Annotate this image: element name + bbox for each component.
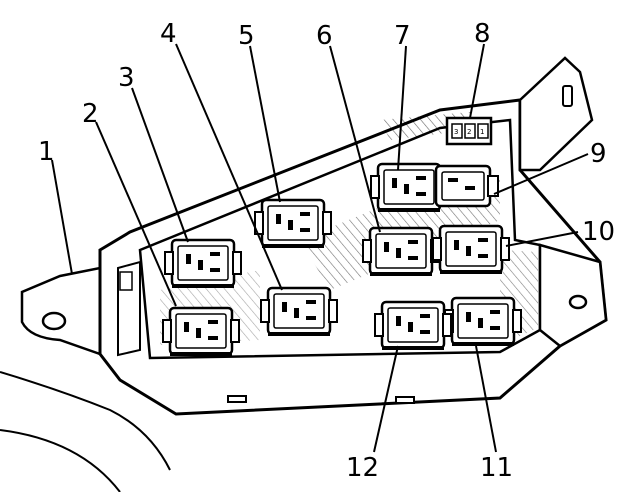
relay-9: [434, 164, 499, 208]
callout-6: 6: [316, 21, 333, 51]
callout-9: 9: [590, 139, 607, 169]
callout-3: 3: [118, 63, 135, 93]
leader-lines: [51, 43, 589, 453]
callout-7: 7: [394, 21, 411, 51]
mounting-tab: [518, 56, 594, 172]
connector-pin-label: 2: [467, 128, 471, 136]
callout-5: 5: [238, 21, 255, 51]
wiring-harness: [0, 371, 171, 492]
callout-2: 2: [82, 99, 99, 129]
callout-8: 8: [474, 19, 491, 49]
diagnostic-connector: 3 2 1: [445, 116, 493, 146]
relay-12: [373, 300, 453, 350]
callout-4: 4: [160, 19, 177, 49]
callout-1: 1: [38, 137, 55, 167]
callout-12: 12: [346, 453, 379, 483]
callout-10: 10: [582, 217, 615, 247]
relay-2: [161, 306, 241, 356]
connector-pin-label: 1: [480, 128, 484, 136]
callout-11: 11: [480, 453, 513, 483]
mounting-bracket: [20, 266, 102, 356]
relay-11: [443, 296, 523, 346]
relay-10: [431, 224, 511, 274]
relay-3: [163, 238, 243, 288]
connector-pin-label: 3: [454, 128, 458, 136]
relay-4: [259, 286, 339, 336]
relay-5: [253, 198, 333, 248]
relay-6: [361, 226, 441, 276]
